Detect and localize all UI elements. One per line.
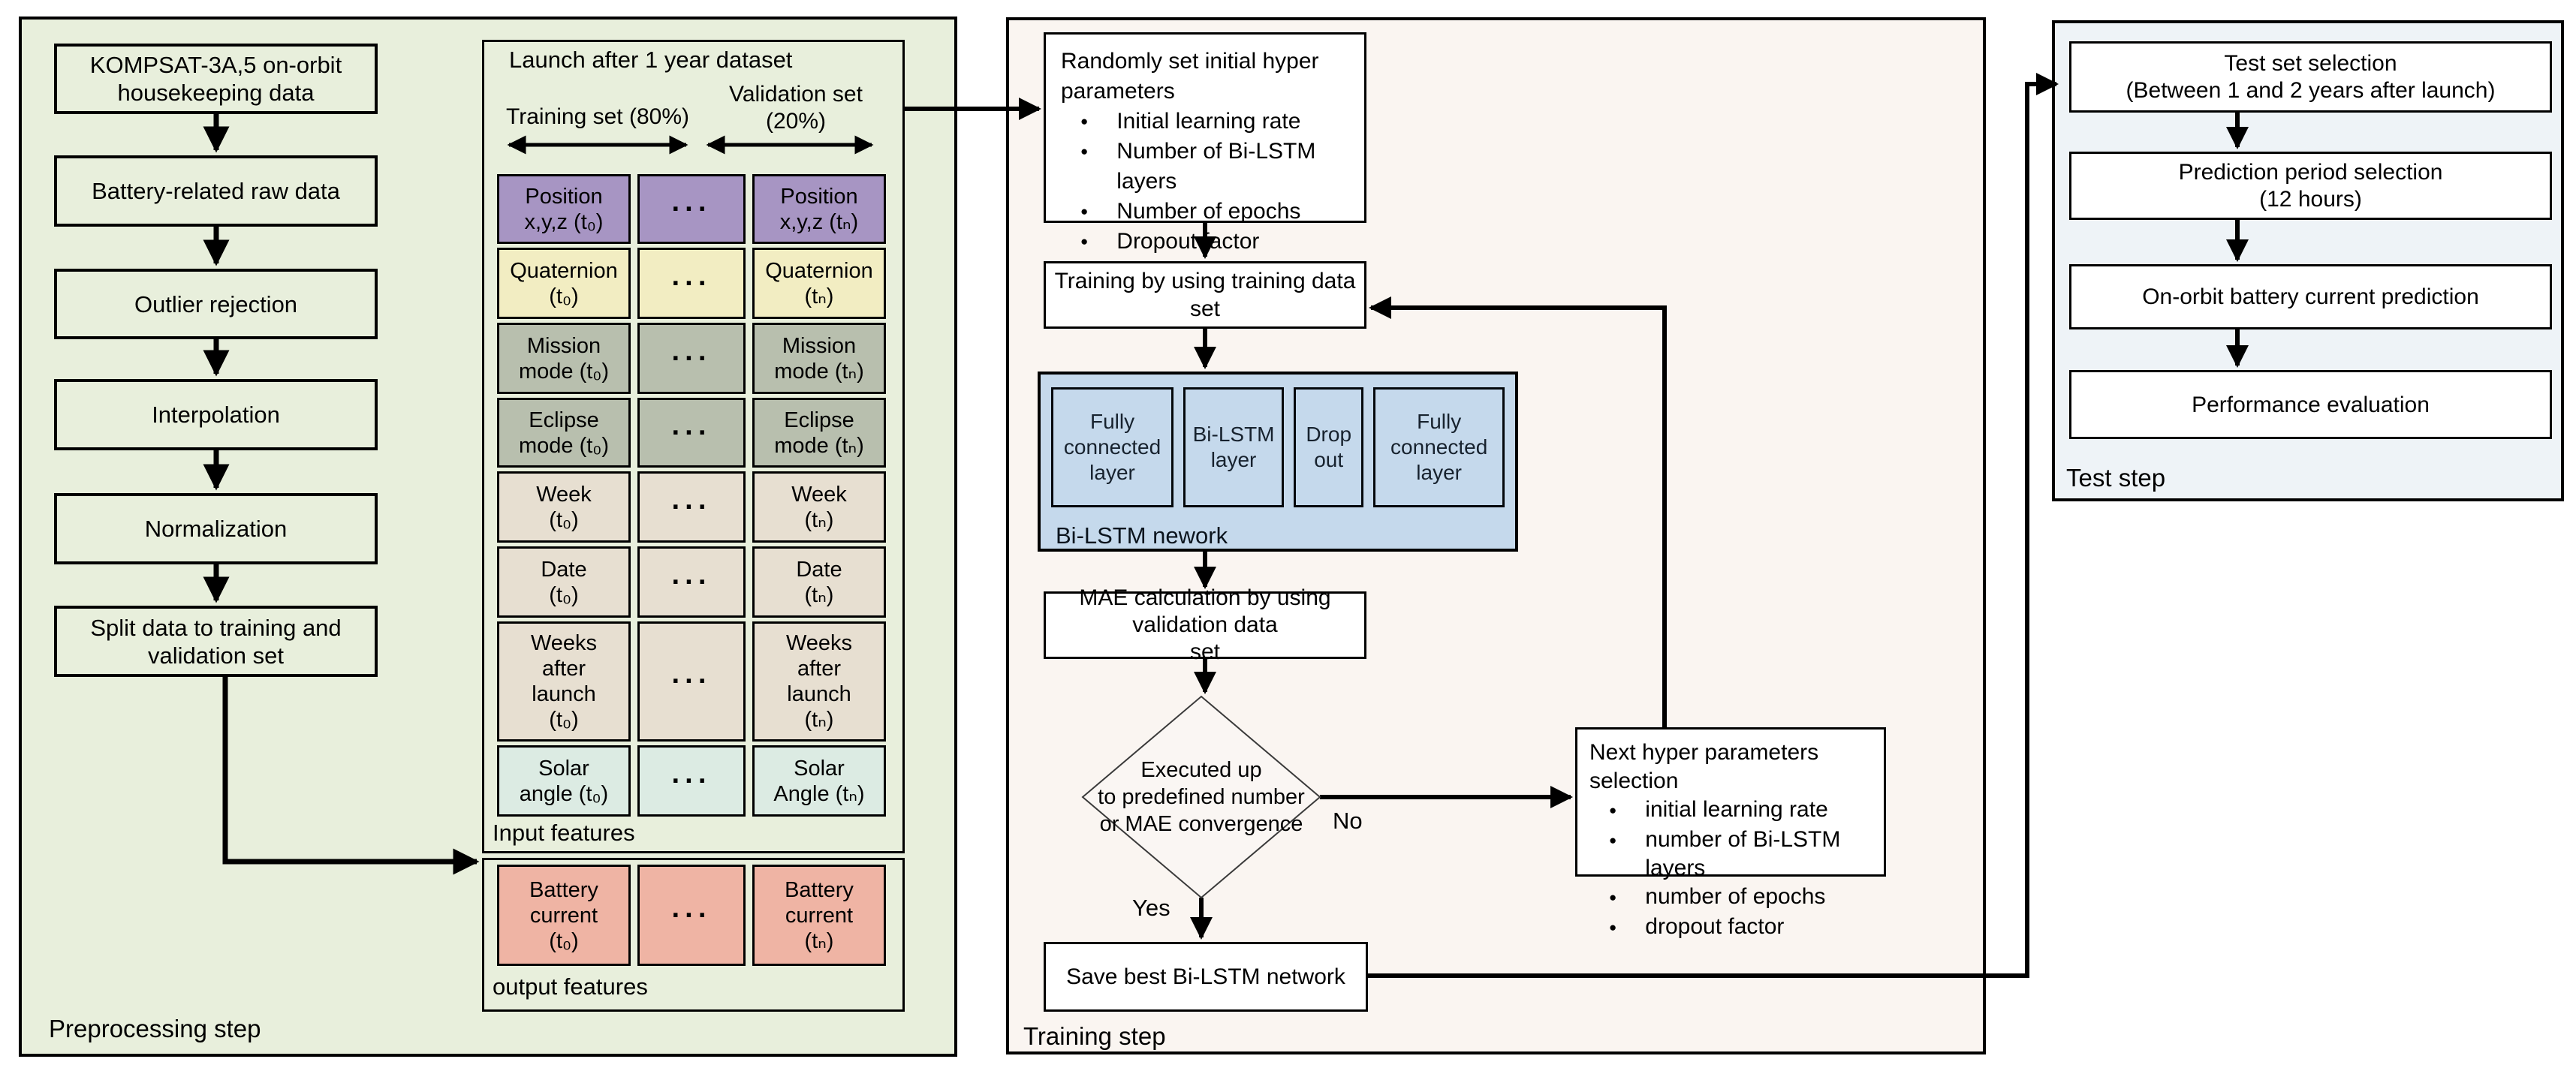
cell-date-tn: Date (tₙ) [752,546,886,618]
cell-battery-current-ellipsis: ··· [637,865,746,966]
cell-mission-mode-tn: Mission mode (tₙ) [752,323,886,394]
cell-solar-angle-tn: Solar Angle (tₙ) [752,745,886,817]
cell-eclipse-mode-t0: Eclipse mode (t₀) [497,398,631,468]
cell-battery-current-t0: Battery current (t₀) [497,865,631,966]
bullet-next-learning-rate: initial learning rate [1589,796,1873,826]
output-feature-table: Battery current (t₀) ··· Battery current… [497,865,886,966]
cell-date-t0: Date (t₀) [497,546,631,618]
bullet-text: dropout factor [1645,914,1785,939]
cell-date-ellipsis: ··· [637,546,746,618]
bullet-text: initial learning rate [1645,797,1828,822]
cell-eclipse-mode-ellipsis: ··· [637,398,746,468]
battery-prediction-box: On-orbit battery current prediction [2069,264,2552,329]
layer-bilstm: Bi-LSTM layer [1183,387,1285,507]
table-row: Week (t₀) ··· Week (tₙ) [497,471,886,543]
cell-solar-angle-ellipsis: ··· [637,745,746,817]
cell-weeks-after-launch-ellipsis: ··· [637,621,746,742]
bilstm-network-panel: Fully connected layer Bi-LSTM layer Drop… [1038,372,1518,552]
cell-solar-angle-t0: Solar angle (t₀) [497,745,631,817]
bullet-text: Number of epochs [1116,199,1301,224]
table-row: Quaternion (t₀) ··· Quaternion (tₙ) [497,248,886,319]
output-features-panel [482,858,905,1012]
validation-set-header: Validation set (20%) [729,82,863,134]
training-box: Training by using training data set [1044,261,1366,329]
table-row: Position x,y,z (t₀) ··· Position x,y,z (… [497,174,886,244]
table-row: Eclipse mode (t₀) ··· Eclipse mode (tₙ) [497,398,886,468]
table-row: Solar angle (t₀) ··· Solar Angle (tₙ) [497,745,886,817]
yes-label: Yes [1132,895,1170,921]
dataset-title: Launch after 1 year dataset [509,47,793,73]
cell-mission-mode-t0: Mission mode (t₀) [497,323,631,394]
bullet-text: number of epochs [1645,884,1826,909]
cell-quaternion-tn: Quaternion (tₙ) [752,248,886,319]
test-step-label: Test step [2066,464,2166,492]
performance-evaluation-box: Performance evaluation [2069,370,2552,439]
flow-box-battery-raw-data: Battery-related raw data [54,155,378,227]
flow-box-outlier-rejection: Outlier rejection [54,269,378,339]
layer-dropout: Drop out [1294,387,1364,507]
flow-box-normalization: Normalization [54,493,378,564]
bullet-text: Initial learning rate [1116,109,1301,134]
bilstm-network-label: Bi-LSTM nework [1056,522,1228,549]
layer-fully-connected-2: Fully connected layer [1373,387,1505,507]
training-set-header: Training set (80%) [506,104,689,129]
cell-position-tn: Position x,y,z (tₙ) [752,174,886,244]
bullet-text: number of Bi-LSTM layers [1645,827,1841,880]
initial-hyperparameters-box: Randomly set initial hyper parameters In… [1044,32,1366,254]
mae-calculation-box: MAE calculation by using validation data… [1044,585,1366,664]
prediction-period-box: Prediction period selection (12 hours) [2069,152,2552,220]
bullet-epochs: Number of epochs [1061,197,1351,227]
bullet-initial-learning-rate: Initial learning rate [1061,107,1351,137]
output-features-label: output features [493,973,648,1000]
table-row: Weeks after launch (t₀) ··· Weeks after … [497,621,886,742]
bullet-text: Dropout factor [1116,229,1260,254]
training-step-label: Training step [1023,1022,1166,1050]
next-hyperparameters-box: Next hyper parameters selection initial … [1575,727,1886,939]
table-row: Date (t₀) ··· Date (tₙ) [497,546,886,618]
cell-position-t0: Position x,y,z (t₀) [497,174,631,244]
bullet-dropout-factor: Dropout factor [1061,227,1351,257]
flow-box-housekeeping-data: KOMPSAT-3A,5 on-orbit housekeeping data [54,44,378,114]
flow-box-split-data: Split data to training and validation se… [54,606,378,677]
input-feature-table: Position x,y,z (t₀) ··· Position x,y,z (… [497,174,886,817]
cell-quaternion-ellipsis: ··· [637,248,746,319]
cell-quaternion-t0: Quaternion (t₀) [497,248,631,319]
initial-hyperparameters-title: Randomly set initial hyper parameters [1061,49,1319,104]
bullet-bilstm-layers: Number of Bi-LSTM layers [1061,137,1351,197]
layer-fully-connected-1: Fully connected layer [1051,387,1174,507]
cell-weeks-after-launch-tn: Weeks after launch (tₙ) [752,621,886,742]
test-set-selection-box: Test set selection (Between 1 and 2 year… [2069,41,2552,113]
next-hyperparameters-title: Next hyper parameters selection [1589,740,1819,793]
cell-mission-mode-ellipsis: ··· [637,323,746,394]
table-row: Mission mode (t₀) ··· Mission mode (tₙ) [497,323,886,394]
cell-weeks-after-launch-t0: Weeks after launch (t₀) [497,621,631,742]
input-features-panel [482,40,905,853]
decision-text: Executed up to predefined number or MAE … [1098,758,1305,836]
cell-position-ellipsis: ··· [637,174,746,244]
bullet-next-bilstm-layers: number of Bi-LSTM layers [1589,826,1873,883]
preprocessing-step-label: Preprocessing step [49,1015,261,1042]
bullet-next-epochs: number of epochs [1589,883,1873,913]
flow-box-interpolation: Interpolation [54,379,378,450]
input-features-label: Input features [493,820,635,846]
bullet-next-dropout-factor: dropout factor [1589,913,1873,943]
cell-week-tn: Week (tₙ) [752,471,886,543]
save-network-box: Save best Bi-LSTM network [1044,942,1368,1012]
cell-week-t0: Week (t₀) [497,471,631,543]
table-row: Battery current (t₀) ··· Battery current… [497,865,886,966]
cell-eclipse-mode-tn: Eclipse mode (tₙ) [752,398,886,468]
cell-battery-current-tn: Battery current (tₙ) [752,865,886,966]
cell-week-ellipsis: ··· [637,471,746,543]
no-label: No [1333,808,1363,834]
bullet-text: Number of Bi-LSTM layers [1116,139,1316,194]
